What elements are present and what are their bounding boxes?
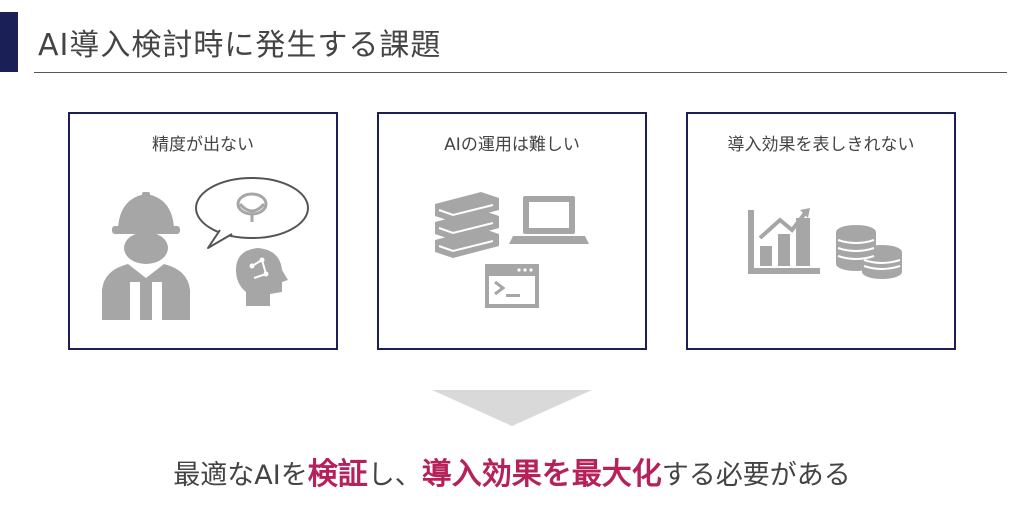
highlight-verify: 検証 [307,457,368,492]
highlight-maximize-effect: 導入効果を最大化 [421,457,662,492]
page-title: AI導入検討時に発生する課題 [38,28,442,63]
thought-bubble-icon [195,177,309,249]
conclusion-message: 最適なAIを検証し、導入効果を最大化する必要がある [0,449,1024,493]
conclusion-text: する必要がある [661,460,851,491]
worker-icon [102,192,190,320]
coins-icon [836,225,902,279]
card-title: 導入効果を表しきれない [727,135,915,155]
ai-head-icon [236,248,288,306]
conclusion-text: し、 [367,460,422,491]
issue-card-operation: AIの運用は難しい [377,112,647,350]
card-illustration [435,192,589,308]
bar-chart-icon [748,208,820,274]
card-illustration [102,177,309,320]
title-divider [34,72,1007,73]
conclusion-text: 最適なAIを [173,460,308,491]
terminal-window-icon [485,264,539,308]
card-title: 精度が出ない [152,135,254,155]
down-arrow [432,390,592,426]
laptop-icon [509,196,589,244]
issue-card-accuracy: 精度が出ない [68,112,338,350]
card-illustration [748,208,902,279]
books-icon [435,192,499,258]
title-accent-bar [0,12,18,72]
card-title: AIの運用は難しい [444,135,580,155]
issue-card-effect: 導入効果を表しきれない [686,112,956,350]
